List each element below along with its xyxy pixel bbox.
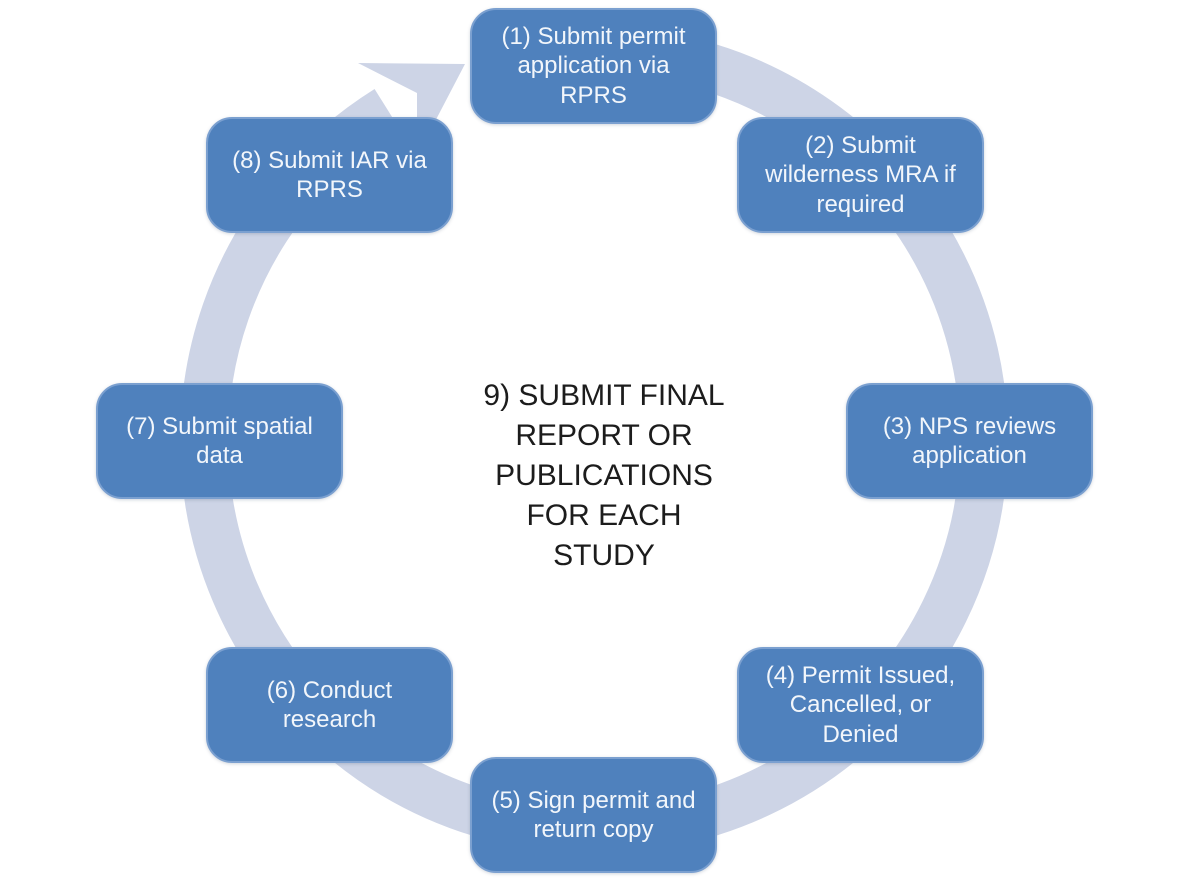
step-box-3: (3) NPS reviews application bbox=[846, 383, 1093, 499]
center-note-line-3: PUBLICATIONS bbox=[495, 459, 713, 492]
step-box-5: (5) Sign permit and return copy bbox=[470, 757, 717, 873]
arrow-head-icon bbox=[358, 63, 465, 156]
step-box-6: (6) Conduct research bbox=[206, 647, 453, 763]
center-note-line-2: REPORT OR bbox=[515, 419, 693, 452]
step-box-7: (7) Submit spatial data bbox=[96, 383, 343, 499]
step-box-1: (1) Submit permit application via RPRS bbox=[470, 8, 717, 124]
center-note-line-4: FOR EACH bbox=[526, 499, 682, 532]
step-label-6: (6) Conduct research bbox=[266, 676, 393, 733]
step-label-8: (8) Submit IAR via RPRS bbox=[232, 146, 427, 203]
center-note-line-1: 9) SUBMIT FINAL bbox=[483, 379, 725, 412]
step-box-4: (4) Permit Issued, Cancelled, or Denied bbox=[737, 647, 984, 763]
step-box-2: (2) Submit wilderness MRA if required bbox=[737, 117, 984, 233]
center-note: 9) SUBMIT FINAL REPORT OR PUBLICATIONS F… bbox=[424, 376, 784, 576]
center-note-line-5: STUDY bbox=[553, 539, 655, 572]
step-box-8: (8) Submit IAR via RPRS bbox=[206, 117, 453, 233]
step-label-4: (4) Permit Issued, Cancelled, or Denied bbox=[765, 662, 956, 748]
step-label-7: (7) Submit spatial data bbox=[126, 412, 313, 469]
step-label-3: (3) NPS reviews application bbox=[882, 412, 1057, 469]
step-label-2: (2) Submit wilderness MRA if required bbox=[765, 132, 956, 218]
step-label-5: (5) Sign permit and return copy bbox=[491, 786, 696, 843]
step-label-1: (1) Submit permit application via RPRS bbox=[501, 23, 686, 109]
